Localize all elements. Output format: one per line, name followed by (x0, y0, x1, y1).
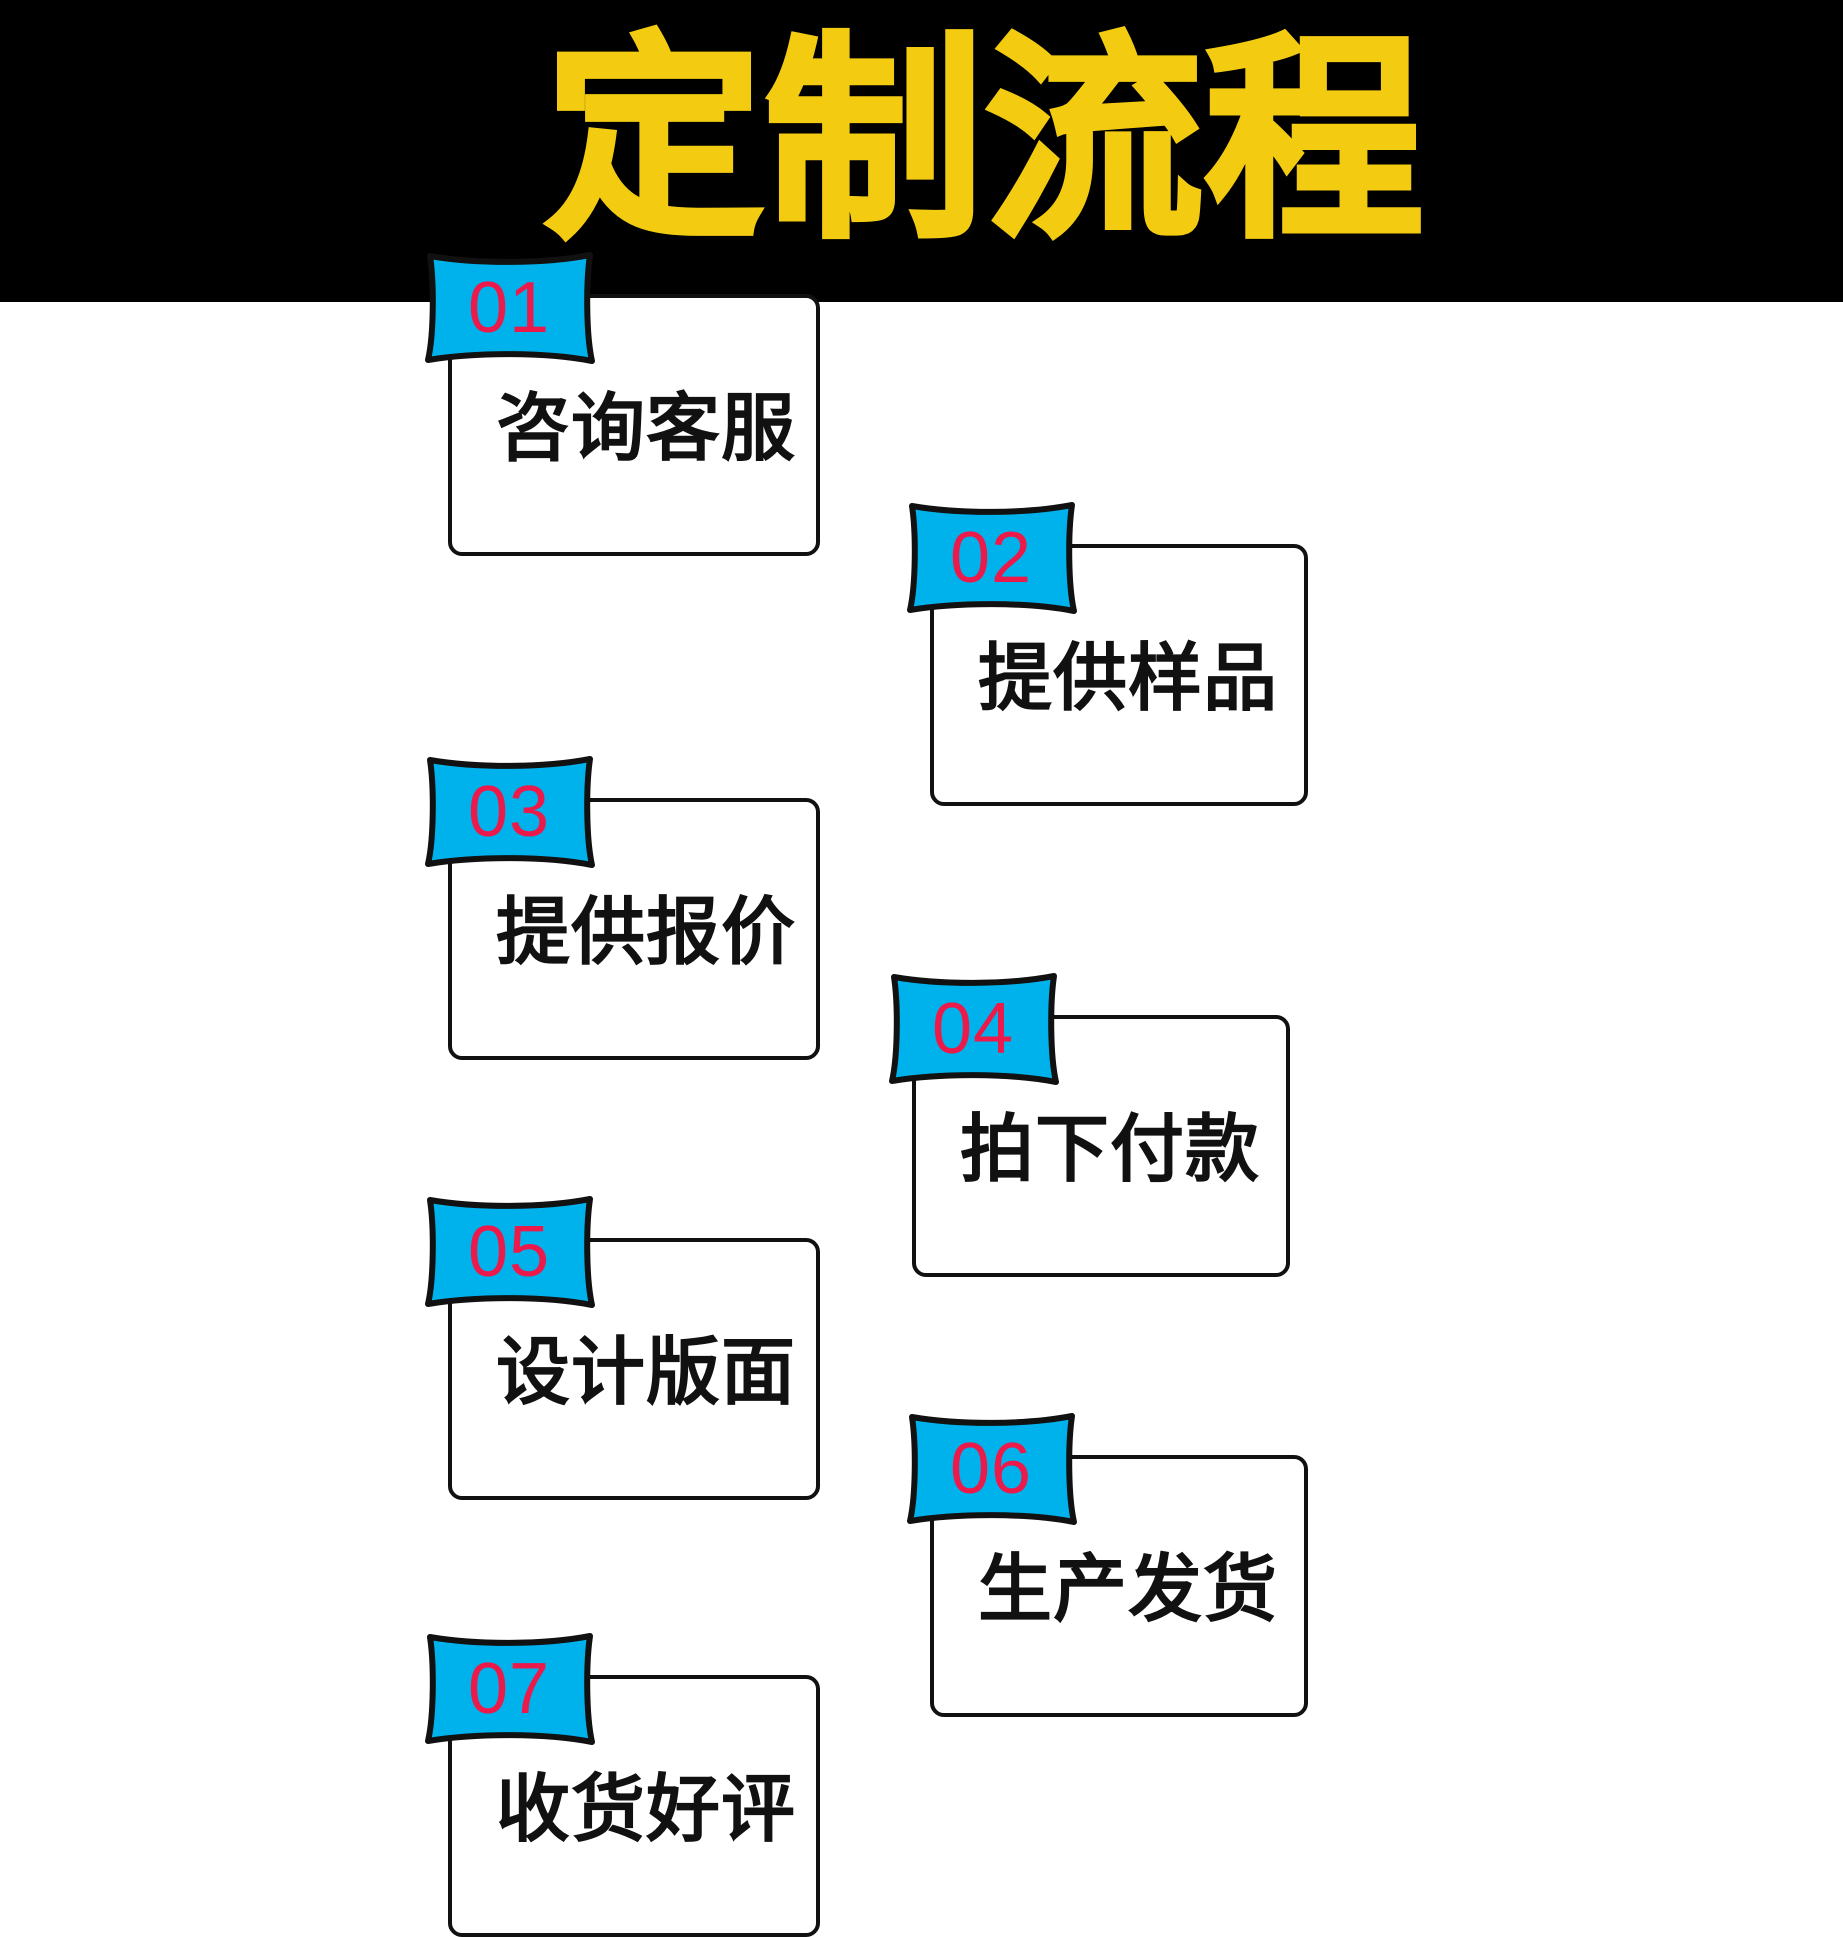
step-label: 拍下付款 (960, 1107, 1260, 1191)
step-label: 生产发货 (978, 1547, 1278, 1631)
step-card-01[interactable]: 咨询客服 01 (425, 252, 820, 556)
flow-diagram: 咨询客服 01 提供样品 02 提供报价 03 拍下 (0, 252, 1843, 1937)
step-number-badge: 04 (884, 969, 1062, 1089)
header-banner: 定制流程 (0, 0, 1843, 302)
step-card-box (912, 1015, 1290, 1277)
step-card-06[interactable]: 生产发货 06 (907, 1413, 1308, 1717)
step-card-07[interactable]: 收货好评 07 (425, 1633, 820, 1937)
step-label: 设计版面 (496, 1330, 796, 1414)
step-number-badge: 07 (420, 1629, 598, 1749)
step-card-03[interactable]: 提供报价 03 (425, 756, 820, 1060)
step-number-badge: 03 (420, 752, 598, 872)
step-number-badge: 01 (420, 248, 598, 368)
page-title: 定制流程 (543, 18, 1426, 266)
step-number-badge: 02 (902, 498, 1080, 618)
step-label: 收货好评 (496, 1767, 796, 1851)
step-card-02[interactable]: 提供样品 02 (907, 502, 1308, 806)
step-number-badge: 06 (902, 1409, 1080, 1529)
step-card-05[interactable]: 设计版面 05 (425, 1196, 820, 1500)
step-number-badge: 05 (420, 1192, 598, 1312)
step-label: 提供样品 (978, 636, 1278, 720)
step-label: 咨询客服 (496, 386, 796, 470)
step-card-box (448, 1675, 820, 1937)
step-card-box (930, 544, 1308, 806)
step-card-04[interactable]: 拍下付款 04 (889, 973, 1290, 1277)
step-label: 提供报价 (496, 890, 796, 974)
